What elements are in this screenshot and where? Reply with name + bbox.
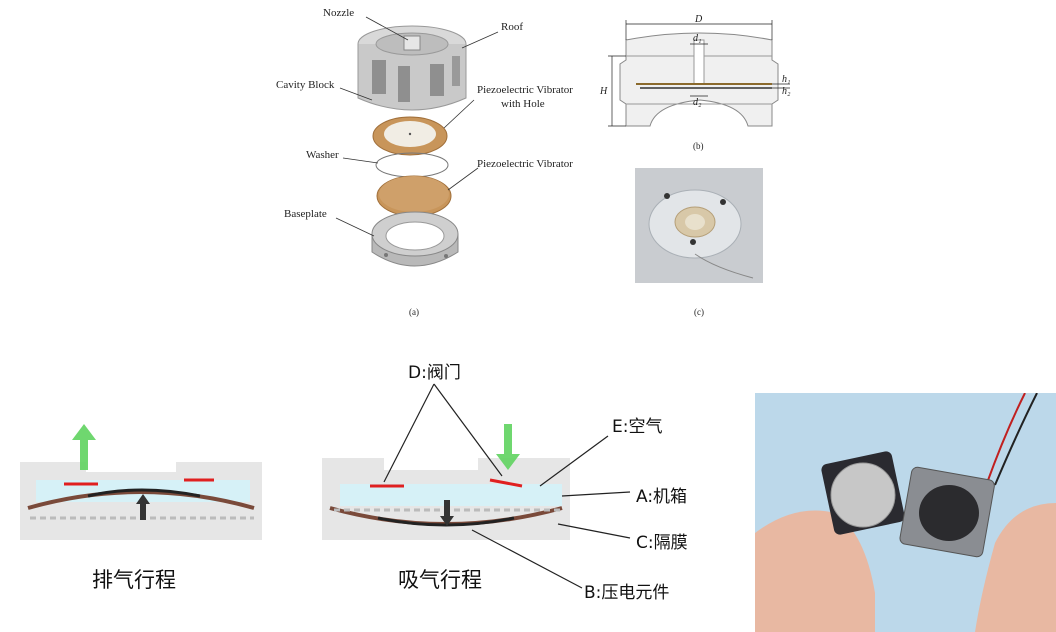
dim-d1: d₁ [693,33,701,44]
label-baseplate: Baseplate [284,208,327,220]
label-valve: D:阀门 [408,363,461,383]
label-piezo-element: B:压电元件 [584,583,670,603]
caption-c: (c) [694,307,704,317]
label-roof: Roof [501,21,523,33]
label-piezo-vibrator: Piezoelectric Vibrator [477,158,573,170]
title-exhaust-stroke: 排气行程 [92,568,176,592]
roof-part [357,25,467,111]
intake-arrow-icon [496,424,520,470]
hands-photo [755,393,1056,632]
caption-b: (b) [693,141,704,151]
piezo-vibrator-with-hole-part [372,116,448,156]
title-intake-stroke: 吸气行程 [398,568,482,592]
baseplate-part [371,211,459,267]
label-box: A:机箱 [636,487,688,507]
label-washer: Washer [306,149,339,161]
label-nozzle: Nozzle [323,7,355,19]
label-diaphragm: C:隔膜 [636,533,688,553]
piezo-vibrator-part [376,175,452,217]
pump-photo [635,168,763,283]
dim-H: H [599,86,608,97]
label-cavity-block: Cavity Block [276,79,335,91]
dim-h1: h₁ [782,74,790,85]
dim-h2: h₂ [782,86,791,97]
label-vibrator-with-hole-1: Piezoelectric Vibrator [477,84,573,96]
dim-D: D [694,14,703,25]
dim-d2: d₂ [693,97,702,108]
caption-a: (a) [409,307,419,317]
exhaust-arrow-icon [72,424,96,470]
label-vibrator-with-hole-2: with Hole [501,98,545,110]
label-air: E:空气 [612,417,663,437]
